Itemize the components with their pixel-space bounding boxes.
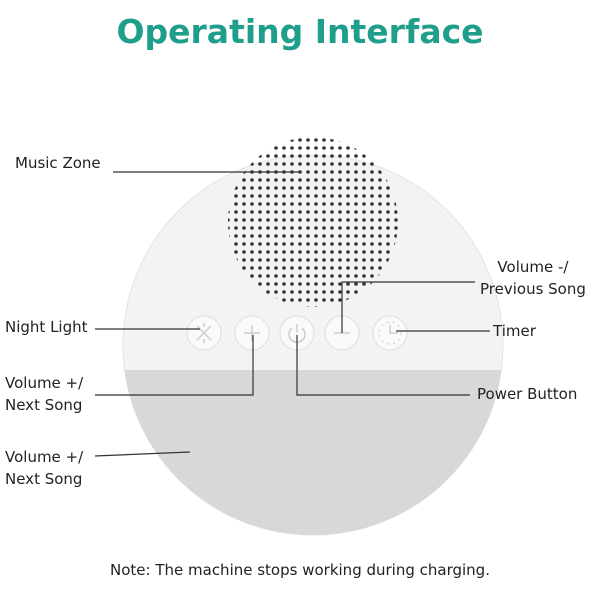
label-volume-up-2: Volume +/Next Song	[5, 448, 84, 488]
timer-button[interactable]	[372, 315, 408, 351]
page-title: Operating Interface	[116, 12, 484, 51]
label-volume-down: Volume -/Previous Song	[480, 258, 586, 298]
label-timer: Timer	[493, 322, 536, 340]
night-light-button[interactable]	[186, 315, 222, 351]
label-volume-up-1: Volume +/Next Song	[5, 374, 84, 414]
label-music-zone: Music Zone	[15, 154, 101, 172]
volume-up-button[interactable]	[234, 315, 270, 351]
label-night-light: Night Light	[5, 318, 88, 336]
label-power: Power Button	[477, 385, 578, 403]
callout-lines	[94, 171, 490, 457]
speaker-grille	[228, 137, 398, 307]
charging-note: Note: The machine stops working during c…	[110, 561, 490, 579]
